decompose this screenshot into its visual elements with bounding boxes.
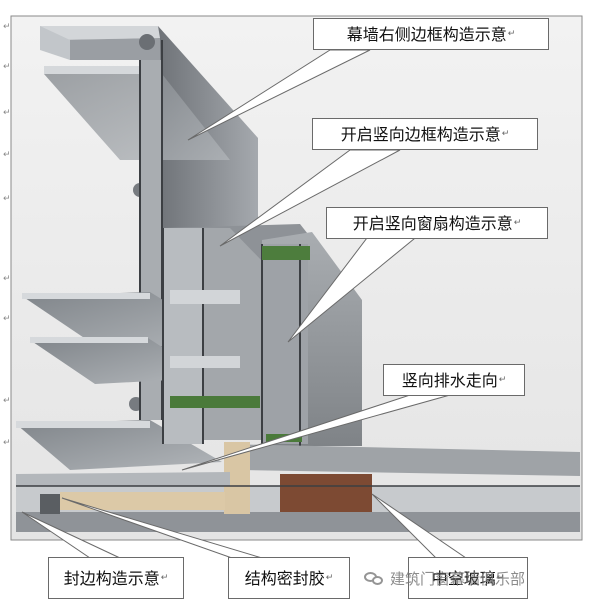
callout-text: 中空玻璃 bbox=[431, 569, 496, 588]
callout-drainage: 竖向排水走向↵ bbox=[383, 364, 525, 396]
paragraph-mark: ↵ bbox=[3, 150, 11, 160]
paragraph-mark: ↵ bbox=[325, 573, 334, 583]
paragraph-mark: ↵ bbox=[496, 573, 505, 583]
paragraph-mark: ↵ bbox=[3, 22, 11, 32]
callout-vertical-frame: 开启竖向边框构造示意↵ bbox=[312, 118, 538, 150]
paragraph-mark: ↵ bbox=[3, 396, 11, 406]
paragraph-mark: ↵ bbox=[507, 29, 516, 39]
insulating-glass-assembly bbox=[16, 442, 580, 532]
watermark: 建筑门窗幕墙俱乐部 bbox=[364, 566, 525, 590]
callout-text: 结构密封胶 bbox=[244, 569, 325, 588]
paragraph-mark: ↵ bbox=[501, 129, 510, 139]
paragraph-mark: ↵ bbox=[3, 194, 11, 204]
callout-structural-sealant: 结构密封胶↵ bbox=[228, 557, 350, 599]
paragraph-mark: ↵ bbox=[3, 274, 11, 284]
paragraph-mark: ↵ bbox=[3, 438, 11, 448]
paragraph-mark: ↵ bbox=[160, 573, 169, 583]
paragraph-mark: ↵ bbox=[498, 375, 507, 385]
callout-text: 竖向排水走向 bbox=[401, 371, 498, 390]
paragraph-mark: ↵ bbox=[3, 108, 11, 118]
watermark-text: 建筑门窗幕墙俱乐部 bbox=[390, 569, 526, 588]
callout-text: 开启竖向边框构造示意 bbox=[340, 125, 501, 144]
paragraph-mark: ↵ bbox=[3, 62, 11, 72]
callout-pointers bbox=[21, 49, 468, 559]
callout-edge-seal: 封边构造示意↵ bbox=[48, 557, 184, 599]
callout-vertical-sash: 开启竖向窗扇构造示意↵ bbox=[326, 207, 548, 239]
wechat-icon bbox=[364, 570, 384, 586]
callout-insulating-glass: 中空玻璃↵ bbox=[408, 557, 528, 599]
paragraph-mark: ↵ bbox=[3, 314, 11, 324]
callout-text: 封边构造示意 bbox=[63, 569, 160, 588]
callout-text: 开启竖向窗扇构造示意 bbox=[352, 214, 513, 233]
callout-text: 幕墙右侧边框构造示意 bbox=[346, 25, 507, 44]
callout-curtain-right-frame: 幕墙右侧边框构造示意↵ bbox=[313, 18, 549, 50]
paragraph-mark: ↵ bbox=[513, 218, 522, 228]
